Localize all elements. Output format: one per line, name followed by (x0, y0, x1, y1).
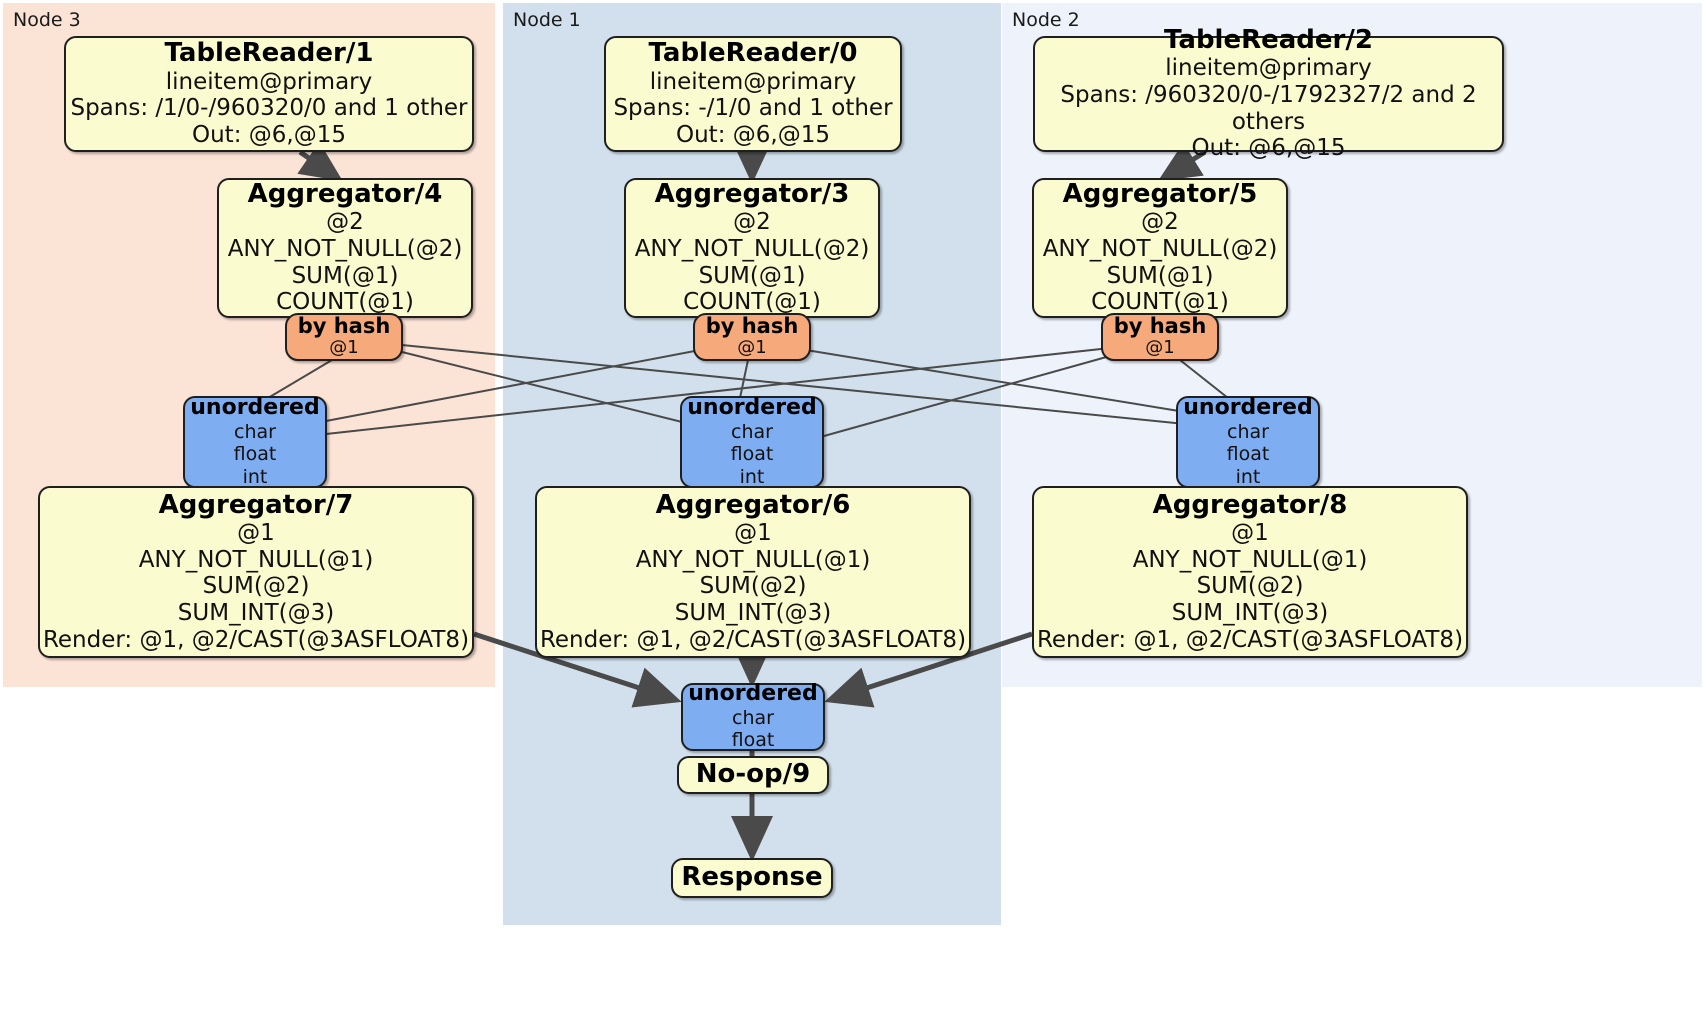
router-title: by hash (705, 314, 799, 339)
node-line: Out: @6,@15 (192, 121, 346, 148)
sync-line: float (233, 443, 277, 466)
node-aggregator-6[interactable]: Aggregator/6 @1 ANY_NOT_NULL(@1) SUM(@2)… (535, 486, 971, 658)
node-line: Out: @6,@15 (676, 121, 830, 148)
node-line: Spans: -/1/0 and 1 other (613, 95, 893, 122)
node-line: SUM_INT(@3) (674, 599, 832, 626)
node-line: ANY_NOT_NULL(@1) (138, 546, 374, 573)
node-line: COUNT(@1) (276, 289, 414, 316)
node-aggregator-7[interactable]: Aggregator/7 @1 ANY_NOT_NULL(@1) SUM(@2)… (38, 486, 474, 658)
node-line: lineitem@primary (1165, 55, 1372, 82)
node-table-reader-1[interactable]: TableReader/1 lineitem@primary Spans: /1… (64, 36, 474, 152)
router-line: @1 (329, 337, 359, 359)
synchronizer-unordered-center[interactable]: unordered char float int (680, 395, 824, 488)
node-line: @1 (1231, 519, 1269, 546)
node-line: ANY_NOT_NULL(@2) (634, 235, 870, 262)
node-line: Out: @6,@15 (1191, 135, 1346, 162)
node-aggregator-4[interactable]: Aggregator/4 @2 ANY_NOT_NULL(@2) SUM(@1)… (217, 178, 473, 318)
node-line: SUM(@2) (699, 573, 807, 600)
node-line: Render: @1, @2/CAST(@3ASFLOAT8) (42, 626, 470, 653)
node-aggregator-3[interactable]: Aggregator/3 @2 ANY_NOT_NULL(@2) SUM(@1)… (624, 178, 880, 318)
node-line: @2 (733, 209, 771, 236)
node-no-op-9[interactable]: No-op/9 (677, 756, 829, 794)
sync-line: float (731, 729, 775, 752)
node-response[interactable]: Response (671, 858, 833, 898)
router-line: @1 (737, 337, 767, 359)
node-title: TableReader/0 (648, 38, 858, 69)
node-line: Render: @1, @2/CAST(@3ASFLOAT8) (1036, 626, 1464, 653)
sync-line: int (1235, 465, 1261, 488)
node-table-reader-0[interactable]: TableReader/0 lineitem@primary Spans: -/… (604, 36, 902, 152)
synchronizer-unordered-final[interactable]: unordered char float (681, 681, 825, 752)
node-title: Aggregator/4 (247, 179, 443, 210)
sync-line: char (234, 420, 276, 443)
sync-line: float (730, 443, 774, 466)
node-title: Aggregator/7 (158, 489, 354, 520)
panel-node-2-label: Node 2 (1012, 9, 1080, 31)
node-line: COUNT(@1) (1091, 289, 1229, 316)
sync-line: float (1226, 443, 1270, 466)
node-line: ANY_NOT_NULL(@2) (1042, 235, 1278, 262)
node-line: SUM_INT(@3) (1171, 599, 1329, 626)
node-line: SUM(@1) (291, 262, 399, 289)
node-title: TableReader/2 (1164, 25, 1373, 56)
sync-line: int (739, 465, 765, 488)
sync-title: unordered (688, 681, 818, 707)
sync-line: char (731, 420, 773, 443)
router-by-hash-left[interactable]: by hash @1 (285, 313, 403, 361)
panel-node-1-label: Node 1 (513, 9, 581, 31)
synchronizer-unordered-right[interactable]: unordered char float int (1176, 395, 1320, 488)
node-line: SUM(@2) (202, 573, 310, 600)
node-title: Aggregator/5 (1062, 179, 1258, 210)
node-line: @2 (1141, 209, 1179, 236)
synchronizer-unordered-left[interactable]: unordered char float int (183, 395, 327, 488)
node-line: SUM(@1) (698, 262, 806, 289)
node-line: @2 (326, 209, 364, 236)
router-line: @1 (1145, 337, 1175, 359)
node-title: Response (681, 862, 823, 893)
node-line: ANY_NOT_NULL(@1) (635, 546, 871, 573)
node-title: Aggregator/3 (654, 179, 850, 210)
panel-node-3-label: Node 3 (13, 9, 81, 31)
node-title: Aggregator/6 (655, 489, 851, 520)
router-title: by hash (297, 314, 391, 339)
node-title: No-op/9 (695, 759, 811, 790)
node-line: SUM_INT(@3) (177, 599, 335, 626)
sync-line: int (242, 465, 268, 488)
node-line: Spans: /1/0-/960320/0 and 1 other (70, 95, 468, 122)
sync-line: char (1227, 420, 1269, 443)
node-line: ANY_NOT_NULL(@1) (1132, 546, 1368, 573)
node-line: @1 (734, 519, 772, 546)
sync-line: char (732, 706, 774, 729)
router-title: by hash (1113, 314, 1207, 339)
node-title: Aggregator/8 (1152, 489, 1348, 520)
router-by-hash-right[interactable]: by hash @1 (1101, 313, 1219, 361)
node-line: lineitem@primary (649, 68, 857, 95)
node-line: SUM(@2) (1196, 573, 1304, 600)
sync-title: unordered (687, 395, 817, 421)
node-line: ANY_NOT_NULL(@2) (227, 235, 463, 262)
node-line: SUM(@1) (1106, 262, 1214, 289)
node-title: TableReader/1 (164, 38, 374, 69)
node-line: COUNT(@1) (683, 289, 821, 316)
sync-title: unordered (190, 395, 320, 421)
node-line: Spans: /960320/0-/1792327/2 and 2 others (1060, 81, 1477, 135)
node-aggregator-5[interactable]: Aggregator/5 @2 ANY_NOT_NULL(@2) SUM(@1)… (1032, 178, 1288, 318)
node-line: @1 (237, 519, 275, 546)
node-line: lineitem@primary (165, 68, 373, 95)
node-aggregator-8[interactable]: Aggregator/8 @1 ANY_NOT_NULL(@1) SUM(@2)… (1032, 486, 1468, 658)
node-line: Render: @1, @2/CAST(@3ASFLOAT8) (539, 626, 967, 653)
sync-title: unordered (1183, 395, 1313, 421)
node-table-reader-2[interactable]: TableReader/2 lineitem@primary Spans: /9… (1033, 25, 1504, 161)
router-by-hash-center[interactable]: by hash @1 (693, 313, 811, 361)
